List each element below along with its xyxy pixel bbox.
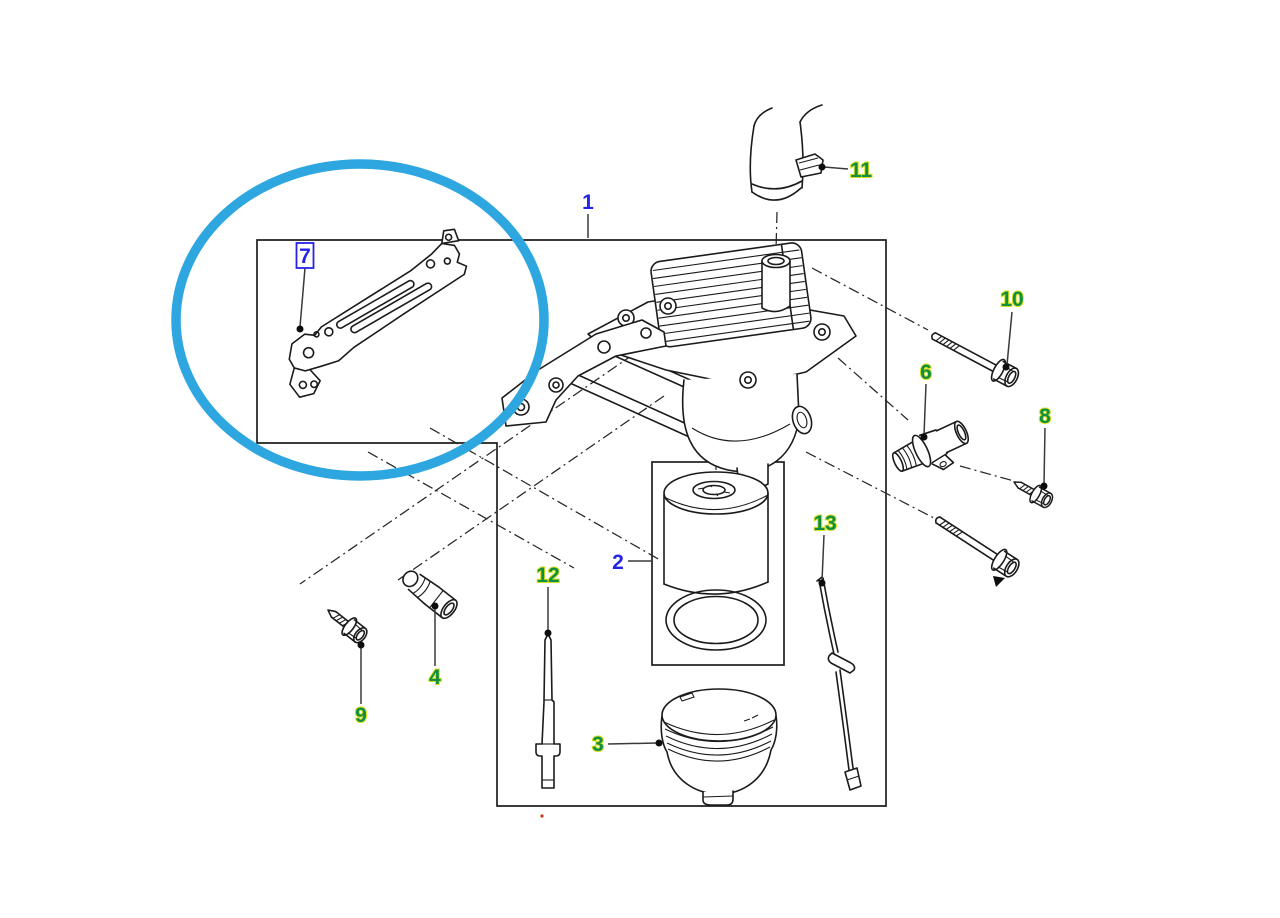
part-screw-9[interactable] — [320, 600, 372, 648]
callout-4-label[interactable]: 4 — [428, 665, 442, 690]
part-oring[interactable] — [665, 589, 767, 651]
part-filter-element[interactable] — [663, 471, 769, 595]
part-bolt-lower[interactable] — [928, 508, 1024, 582]
part-filter-cap[interactable] — [660, 688, 778, 806]
artifact-dot — [540, 814, 544, 818]
callout-6[interactable]: 6 — [919, 360, 933, 441]
callout-10[interactable]: 10 — [999, 287, 1025, 371]
part-dipstick[interactable] — [816, 576, 862, 791]
callout-1[interactable]: 1 — [582, 191, 594, 238]
assembly-group-box — [256, 239, 887, 807]
part-sensor[interactable] — [888, 415, 977, 487]
callout-1-label[interactable]: 1 — [582, 191, 594, 214]
callout-9[interactable]: 9 — [354, 641, 368, 728]
part-oil-cooler-assembly[interactable] — [501, 242, 857, 490]
callout-2[interactable]: 2 — [612, 551, 651, 574]
callout-10-label[interactable]: 10 — [999, 287, 1024, 312]
callout-7-label[interactable]: 7 — [299, 245, 311, 268]
bolt-direction-marker — [993, 576, 1005, 587]
callout-3-label[interactable]: 3 — [591, 732, 605, 757]
callout-8-label[interactable]: 8 — [1038, 404, 1052, 429]
part-gasket[interactable] — [262, 226, 491, 402]
part-hose-clamp[interactable] — [749, 104, 824, 201]
callout-13-label[interactable]: 13 — [812, 511, 837, 536]
callout-2-label[interactable]: 2 — [612, 551, 624, 574]
callout-13[interactable]: 13 — [812, 511, 838, 587]
part-probe[interactable] — [535, 633, 561, 789]
callout-3[interactable]: 3 — [591, 732, 663, 757]
callout-9-label[interactable]: 9 — [354, 703, 368, 728]
callout-8[interactable]: 8 — [1038, 404, 1052, 490]
callout-12-label[interactable]: 12 — [535, 563, 560, 588]
part-screw-8[interactable] — [1008, 472, 1057, 512]
callout-12[interactable]: 12 — [535, 563, 561, 637]
callout-11-label[interactable]: 11 — [849, 158, 874, 183]
highlight-ellipse — [171, 159, 549, 481]
callout-7[interactable]: 7 — [295, 242, 315, 333]
part-oil-pressure-switch[interactable] — [398, 566, 460, 621]
callout-4[interactable]: 4 — [428, 602, 442, 690]
callout-6-label[interactable]: 6 — [919, 360, 933, 385]
callout-11[interactable]: 11 — [818, 158, 874, 183]
